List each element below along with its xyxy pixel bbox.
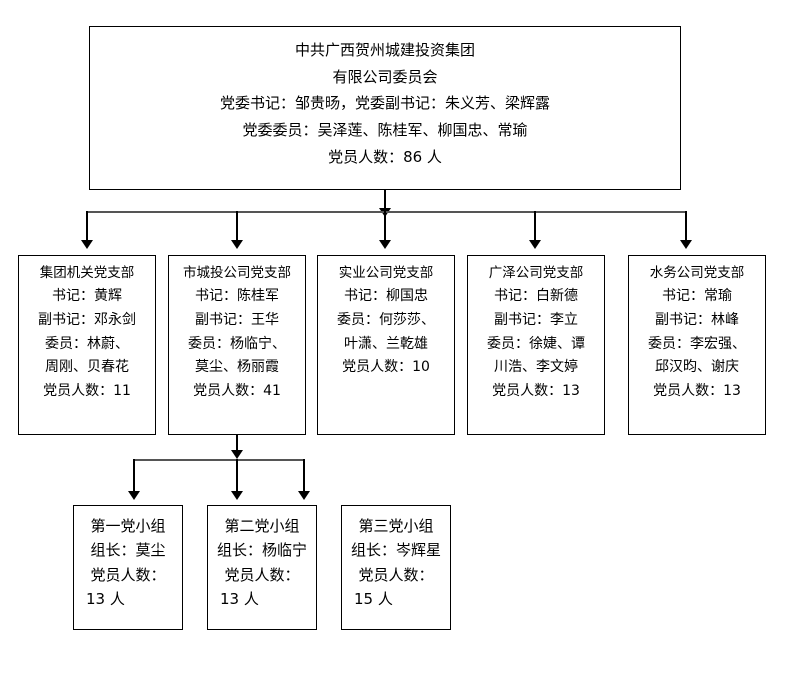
branch-5-line-5: 邱汉昀、谢庆 — [655, 359, 739, 376]
branch-4-line-4: 委员：徐婕、谭 — [487, 335, 585, 352]
group-stem-arrow-icon — [231, 450, 243, 459]
group-box-third[interactable]: 第三党小组 组长：岑辉星 党员人数： 15 人 — [341, 505, 451, 630]
branch-2-line-5: 莫尘、杨丽霞 — [195, 359, 279, 376]
branch-2-line-1: 市城投公司党支部 — [183, 265, 291, 281]
branch-4-line-2: 书记：白新德 — [494, 287, 578, 304]
root-line-3: 党委书记：邹贵旸，党委副书记：朱义芳、梁辉露 — [219, 94, 550, 113]
branch-2-line-4: 委员：杨临宁、 — [188, 335, 286, 352]
branch-drop-1 — [86, 211, 88, 242]
branch-arrow-icon-2 — [231, 240, 243, 249]
group-bus-connector — [133, 459, 305, 461]
branch-1-line-5: 周刚、贝春花 — [45, 359, 129, 376]
root-line-4: 党委委员：吴泽莲、陈桂军、柳国忠、常瑜 — [242, 121, 528, 140]
branch-5-line-2: 书记：常瑜 — [662, 287, 732, 304]
group-1-line-3: 党员人数： — [90, 565, 166, 584]
branch-3-line-5: 党员人数：10 — [342, 359, 430, 376]
branch-box-city-investment[interactable]: 市城投公司党支部 书记：陈桂军 副书记：王华 委员：杨临宁、 莫尘、杨丽霞 党员… — [168, 255, 306, 435]
group-box-first[interactable]: 第一党小组 组长：莫尘 党员人数： 13 人 — [73, 505, 183, 630]
branch-arrow-icon-4 — [529, 240, 541, 249]
group-drop-2 — [236, 459, 238, 493]
branch-box-industrial[interactable]: 实业公司党支部 书记：柳国忠 委员：何莎莎、 叶潇、兰乾雄 党员人数：10 — [317, 255, 455, 435]
group-3-line-1: 第三党小组 — [358, 517, 434, 535]
branch-5-line-6: 党员人数：13 — [653, 383, 741, 400]
root-line-2: 有限公司委员会 — [332, 67, 438, 86]
branch-1-line-4: 委员：林蔚、 — [45, 335, 129, 352]
group-2-line-3: 党员人数： — [224, 565, 300, 584]
group-stem-connector — [236, 435, 238, 453]
branch-5-line-3: 副书记：林峰 — [655, 311, 739, 328]
branch-box-guangze[interactable]: 广泽公司党支部 书记：白新德 副书记：李立 委员：徐婕、谭 川浩、李文婷 党员人… — [467, 255, 605, 435]
root-stem-connector — [384, 190, 386, 212]
branch-2-line-6: 党员人数：41 — [193, 383, 281, 400]
branch-3-line-1: 实业公司党支部 — [338, 265, 434, 281]
branch-5-line-4: 委员：李宏强、 — [648, 335, 746, 352]
branch-bus-connector — [86, 211, 686, 213]
branch-3-line-3: 委员：何莎莎、 — [337, 311, 435, 328]
group-arrow-icon-3 — [298, 491, 310, 500]
branch-arrow-icon-1 — [81, 240, 93, 249]
group-arrow-icon-1 — [128, 491, 140, 500]
branch-1-line-1: 集团机关党支部 — [39, 265, 135, 281]
group-1-line-1: 第一党小组 — [90, 517, 166, 535]
group-1-line-2: 组长：莫尘 — [90, 541, 166, 560]
branch-box-group-organ[interactable]: 集团机关党支部 书记：黄辉 副书记：邓永剑 委员：林蔚、 周刚、贝春花 党员人数… — [18, 255, 156, 435]
branch-3-line-2: 书记：柳国忠 — [344, 287, 428, 304]
root-line-5: 党员人数：86 人 — [328, 147, 442, 166]
branch-3-line-4: 叶潇、兰乾雄 — [344, 335, 428, 352]
branch-2-line-2: 书记：陈桂军 — [195, 287, 279, 304]
branch-box-water-affairs[interactable]: 水务公司党支部 书记：常瑜 副书记：林峰 委员：李宏强、 邱汉昀、谢庆 党员人数… — [628, 255, 766, 435]
group-2-line-1: 第二党小组 — [224, 517, 300, 535]
group-box-second[interactable]: 第二党小组 组长：杨临宁 党员人数： 13 人 — [207, 505, 317, 630]
branch-4-line-1: 广泽公司党支部 — [488, 265, 584, 281]
branch-drop-3 — [384, 211, 386, 242]
branch-drop-4 — [534, 211, 536, 242]
root-party-committee-box[interactable]: 中共广西贺州城建投资集团 有限公司委员会 党委书记：邹贵旸，党委副书记：朱义芳、… — [89, 26, 681, 190]
branch-1-line-6: 党员人数：11 — [43, 383, 131, 400]
branch-drop-2 — [236, 211, 238, 242]
branch-arrow-icon-3 — [379, 240, 391, 249]
group-3-line-4: 15 人 — [354, 589, 393, 608]
branch-5-line-1: 水务公司党支部 — [649, 265, 745, 281]
branch-4-line-3: 副书记：李立 — [494, 311, 578, 328]
group-2-line-2: 组长：杨临宁 — [216, 541, 307, 560]
branch-drop-5 — [685, 211, 687, 242]
group-1-line-4: 13 人 — [86, 589, 125, 608]
group-arrow-icon-2 — [231, 491, 243, 500]
branch-1-line-3: 副书记：邓永剑 — [38, 311, 136, 328]
group-drop-3 — [303, 459, 305, 493]
branch-1-line-2: 书记：黄辉 — [52, 287, 122, 304]
group-2-line-4: 13 人 — [220, 589, 259, 608]
group-3-line-3: 党员人数： — [358, 565, 434, 584]
branch-2-line-3: 副书记：王华 — [195, 311, 279, 328]
group-drop-1 — [133, 459, 135, 493]
branch-4-line-5: 川浩、李文婷 — [494, 359, 578, 376]
branch-arrow-icon-5 — [680, 240, 692, 249]
group-3-line-2: 组长：岑辉星 — [350, 541, 441, 560]
root-line-1: 中共广西贺州城建投资集团 — [294, 41, 475, 59]
branch-4-line-6: 党员人数：13 — [492, 383, 580, 400]
